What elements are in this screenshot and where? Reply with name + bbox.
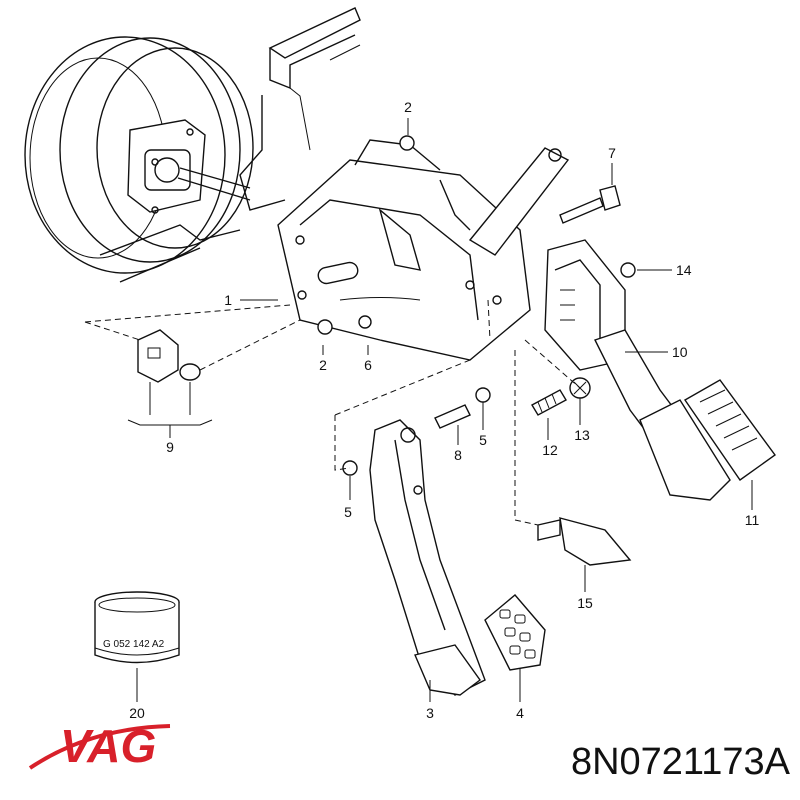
brake-light-switch-15: [537, 517, 632, 566]
clip-part-9: [127, 329, 213, 438]
grease-can-20: G 052 142 A2: [94, 591, 180, 702]
callout-5-right: 5: [479, 432, 487, 448]
bulkhead-panel: [99, 7, 361, 283]
callout-12: 12: [542, 442, 558, 458]
brake-pedal-pad: [484, 594, 546, 671]
callout-2-bottom: 2: [319, 357, 327, 373]
callout-13: 13: [574, 427, 590, 443]
fastener-6: [358, 315, 372, 329]
callout-8: 8: [454, 447, 462, 463]
pedal-arm-3: [369, 419, 486, 696]
callout-5-left: 5: [344, 504, 352, 520]
bushing-5-right: [475, 387, 491, 403]
bushing-8: [434, 404, 471, 429]
callout-9: 9: [166, 439, 174, 455]
grease-can-label: G 052 142 A2: [103, 639, 165, 650]
leader-lines: [240, 118, 753, 702]
accelerator-pedal-pad: [683, 379, 776, 481]
fastener-nut-2-top: [399, 135, 415, 151]
callout-14: 14: [676, 262, 692, 278]
pedal-bracket: [277, 139, 531, 361]
brake-booster: [24, 36, 254, 274]
callout-20: 20: [129, 705, 145, 721]
callout-3: 3: [426, 705, 434, 721]
part-number: 8N0721173A: [571, 741, 791, 783]
callout-10: 10: [672, 344, 688, 360]
fastener-nut-14: [620, 262, 636, 278]
callout-11: 11: [745, 512, 760, 528]
assembly-guide-lines: [84, 299, 581, 526]
callout-1: 1: [224, 292, 232, 308]
callout-4: 4: [516, 705, 524, 721]
vag-logo-text: VAG: [60, 720, 156, 772]
spring-12: [531, 389, 567, 416]
fastener-bolt-7: [559, 185, 621, 224]
callout-7: 7: [608, 145, 616, 161]
callout-6: 6: [364, 357, 372, 373]
fastener-nut-2-bottom: [317, 319, 333, 335]
callout-labels: 1 2 2 3 4 5 5 6 7 8 9 10 11 12 13 14 15 …: [129, 99, 759, 721]
callout-2-top: 2: [404, 99, 412, 115]
accelerator-pedal-module: [468, 147, 731, 501]
callout-15: 15: [577, 595, 593, 611]
vag-logo: VAG: [28, 720, 171, 772]
